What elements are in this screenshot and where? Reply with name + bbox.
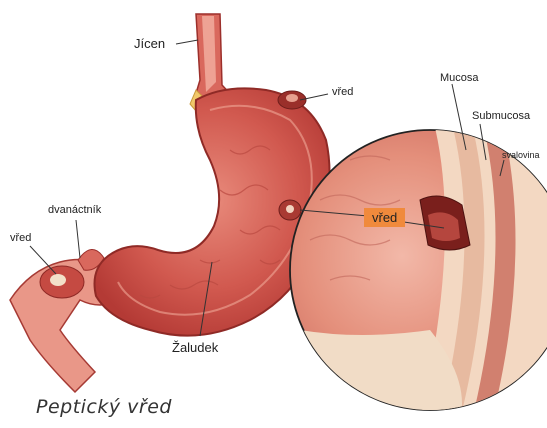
label-zaludek: Žaludek <box>172 340 218 355</box>
label-vred-top: vřed <box>332 86 353 98</box>
diagram-title: Peptický vřed <box>36 396 172 418</box>
label-submucosa: Submucosa <box>472 110 530 122</box>
label-vred-highlight: vřed <box>364 208 405 227</box>
label-svalovina: svalovina <box>502 150 540 160</box>
label-mucosa: Mucosa <box>440 72 479 84</box>
label-jicen: Jícen <box>134 36 165 51</box>
label-vred-left: vřed <box>10 232 31 244</box>
cross-section-magnifier <box>290 80 547 420</box>
label-dvanactnik: dvanáctník <box>48 204 101 216</box>
